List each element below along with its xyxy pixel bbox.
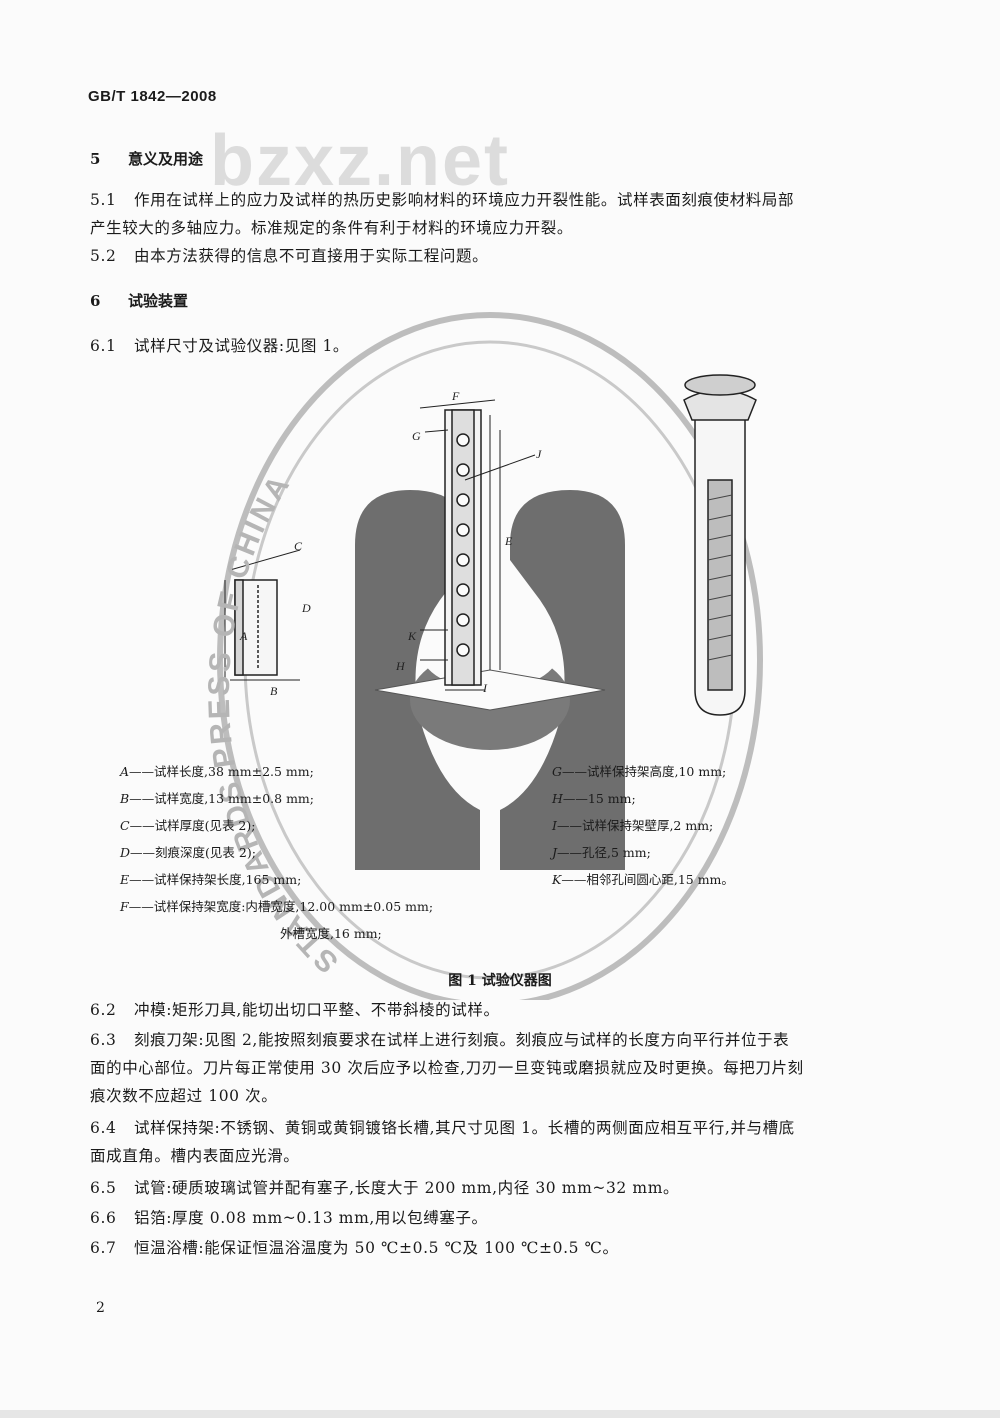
paragraph-text: 冲模:矩形刀具,能切出切口平整、不带斜棱的试样。 <box>134 1001 500 1019</box>
figure-caption: 图 1 试验仪器图 <box>448 973 552 989</box>
legend-key: K <box>552 872 562 887</box>
legend-left: A——试样长度,38 mm±2.5 mm; B——试样宽度,13 mm±0.8 … <box>120 758 433 947</box>
legend-key: J <box>552 845 558 860</box>
legend-text: ——试样长度,38 mm±2.5 mm; <box>129 764 314 779</box>
section-number: 5 <box>90 150 101 168</box>
legend-item: B——试样宽度,13 mm±0.8 mm; <box>120 785 433 812</box>
paragraph-text: 面成直角。槽内表面应光滑。 <box>90 1147 300 1165</box>
paragraph-text: 痕次数不应超过 100 次。 <box>90 1087 278 1105</box>
label-A: A <box>239 629 248 643</box>
section-5-heading: 5 意义及用途 <box>90 148 203 169</box>
paragraph-text: 试样尺寸及试验仪器:见图 1。 <box>134 337 350 355</box>
legend-text: ——相邻孔间圆心距,15 mm。 <box>561 872 734 887</box>
paragraph-text: 刻痕刀架:见图 2,能按照刻痕要求在试样上进行刻痕。刻痕应与试样的长度方向平行并… <box>134 1031 790 1049</box>
label-H: H <box>395 659 406 673</box>
label-B: B <box>270 684 278 698</box>
paragraph-text: 铝箔:厚度 0.08 mm~0.13 mm,用以包缚塞子。 <box>134 1209 488 1227</box>
label-J: J <box>536 447 542 461</box>
legend-text: ——刻痕深度(见表 2); <box>130 845 256 860</box>
legend-key: H <box>552 791 563 806</box>
specimen <box>234 579 278 676</box>
label-D: D <box>301 601 311 615</box>
label-K: K <box>407 629 417 643</box>
legend-key: D <box>120 845 131 860</box>
paragraph-text: 试样保持架:不锈钢、黄铜或黄铜镀铬长槽,其尺寸见图 1。长槽的两侧面应相互平行,… <box>134 1119 795 1137</box>
legend-item: D——刻痕深度(见表 2); <box>120 839 433 866</box>
legend-text: ——试样保持架壁厚,2 mm; <box>556 818 714 833</box>
legend-right: G——试样保持架高度,10 mm; H——15 mm; I——试样保持架壁厚,2… <box>552 758 734 893</box>
standard-number: GB/T 1842—2008 <box>88 88 217 105</box>
paragraph-text: 恒温浴槽:能保证恒温浴温度为 50 ℃±0.5 ℃及 100 ℃±0.5 ℃。 <box>134 1239 619 1257</box>
legend-item: I——试样保持架壁厚,2 mm; <box>552 812 734 839</box>
legend-item: C——试样厚度(见表 2); <box>120 812 433 839</box>
clause-number: 6.5 <box>90 1179 117 1197</box>
page-number: 2 <box>96 1300 105 1316</box>
legend-text: ——试样保持架宽度:内槽宽度,12.00 mm±0.05 mm; <box>128 899 434 914</box>
legend-item: H——15 mm; <box>552 785 734 812</box>
legend-item: A——试样长度,38 mm±2.5 mm; <box>120 758 433 785</box>
label-F: F <box>451 389 460 403</box>
paragraph-6-2: 6.2 冲模:矩形刀具,能切出切口平整、不带斜棱的试样。 <box>90 996 500 1024</box>
paragraph-6-3: 6.3 刻痕刀架:见图 2,能按照刻痕要求在试样上进行刻痕。刻痕应与试样的长度方向… <box>90 1026 804 1110</box>
paragraph-5-1: 5.1 作用在试样上的应力及试样的热历史影响材料的环境应力开裂性能。试样表面刻痕使… <box>90 186 794 242</box>
section-title: 意义及用途 <box>128 150 204 168</box>
legend-item-continuation: 外槽宽度,16 mm; <box>280 926 382 941</box>
clause-number: 6.1 <box>90 337 117 355</box>
paragraph-text: 作用在试样上的应力及试样的热历史影响材料的环境应力开裂性能。试样表面刻痕使材料局… <box>134 191 795 209</box>
clause-number: 6.6 <box>90 1209 117 1227</box>
legend-key: E <box>120 872 130 887</box>
label-I: I <box>482 681 488 695</box>
legend-text: ——试样厚度(见表 2); <box>129 818 256 833</box>
watermark: bzxz.net <box>210 121 511 201</box>
paragraph-text: 试管:硬质玻璃试管并配有塞子,长度大于 200 mm,内径 30 mm~32 m… <box>134 1179 680 1197</box>
section-6-heading: 6 试验装置 <box>90 290 188 311</box>
legend-key: G <box>552 764 562 779</box>
legend-text: ——试样保持架高度,10 mm; <box>562 764 727 779</box>
label-C: C <box>294 539 303 553</box>
paragraph-5-2: 5.2 由本方法获得的信息不可直接用于实际工程问题。 <box>90 242 488 270</box>
legend-key: A <box>120 764 130 779</box>
paragraph-text: 由本方法获得的信息不可直接用于实际工程问题。 <box>134 247 489 265</box>
clause-number: 5.1 <box>90 191 117 209</box>
clause-number: 6.2 <box>90 1001 117 1019</box>
stamp-outer-ring <box>217 312 763 1000</box>
legend-item: E——试样保持架长度,165 mm; <box>120 866 433 893</box>
legend-item: K——相邻孔间圆心距,15 mm。 <box>552 866 734 893</box>
dimension-lines <box>224 399 536 691</box>
paragraph-6-7: 6.7 恒温浴槽:能保证恒温浴温度为 50 ℃±0.5 ℃及 100 ℃±0.5 … <box>90 1234 619 1262</box>
paragraph-6-4: 6.4 试样保持架:不锈钢、黄铜或黄铜镀铬长槽,其尺寸见图 1。长槽的两侧面应相互… <box>90 1114 795 1170</box>
legend-key: B <box>120 791 130 806</box>
paragraph-6-6: 6.6 铝箔:厚度 0.08 mm~0.13 mm,用以包缚塞子。 <box>90 1204 488 1232</box>
paragraph-text: 产生较大的多轴应力。标准规定的条件有利于材料的环境应力开裂。 <box>90 219 574 237</box>
clause-number: 6.3 <box>90 1031 117 1049</box>
paragraph-text: 面的中心部位。刀片每正常使用 30 次后应予以检查,刀刃一旦变钝或磨损就应及时更… <box>90 1059 804 1077</box>
clause-number: 5.2 <box>90 247 117 265</box>
legend-item: G——试样保持架高度,10 mm; <box>552 758 734 785</box>
section-title: 试验装置 <box>128 292 189 310</box>
page-bottom-edge <box>0 1410 1000 1418</box>
paragraph-6-5: 6.5 试管:硬质玻璃试管并配有塞子,长度大于 200 mm,内径 30 mm~3… <box>90 1174 679 1202</box>
test-tube <box>683 374 757 716</box>
legend-text: ——试样宽度,13 mm±0.8 mm; <box>129 791 314 806</box>
legend-text: ——15 mm; <box>562 791 636 806</box>
legend-key: F <box>120 899 129 914</box>
clause-number: 6.4 <box>90 1119 117 1137</box>
legend-key: C <box>120 818 130 833</box>
legend-key: I <box>552 818 557 833</box>
specimen-holder <box>444 409 491 686</box>
label-G: G <box>412 429 421 443</box>
legend-item: J——孔径,5 mm; <box>552 839 734 866</box>
label-E: E <box>504 534 513 548</box>
legend-text: ——试样保持架长度,165 mm; <box>129 872 302 887</box>
clause-number: 6.7 <box>90 1239 117 1257</box>
legend-text: ——孔径,5 mm; <box>557 845 651 860</box>
figure-1-drawing: F G J E K H I C D A B STANDARDS PRESS OF… <box>203 312 763 1000</box>
paragraph-6-1: 6.1 试样尺寸及试验仪器:见图 1。 <box>90 332 349 360</box>
legend-item: F——试样保持架宽度:内槽宽度,12.00 mm±0.05 mm; <box>120 893 433 920</box>
section-number: 6 <box>90 292 101 310</box>
